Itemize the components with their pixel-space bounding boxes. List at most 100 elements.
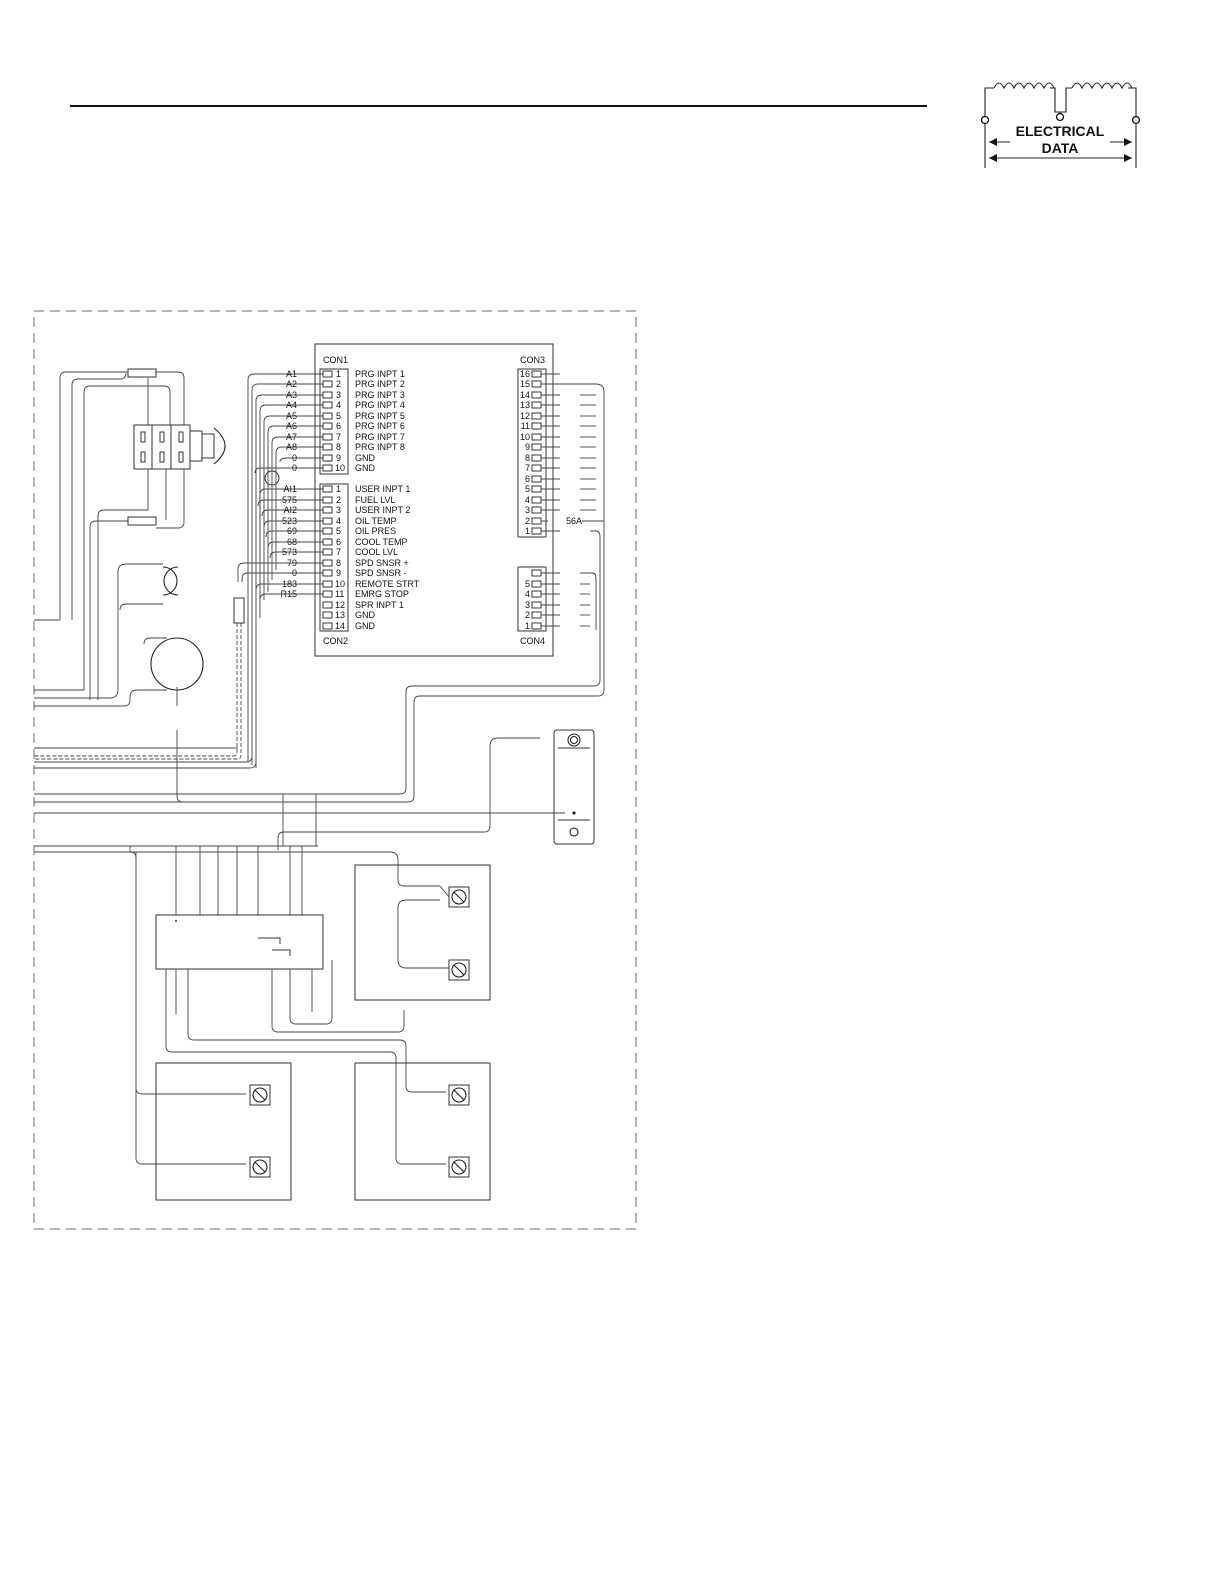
svg-text:OIL TEMP: OIL TEMP (355, 516, 397, 526)
con4-row: 2 (525, 610, 560, 620)
svg-text:GND: GND (355, 453, 376, 463)
svg-text:11: 11 (521, 421, 530, 431)
svg-text:14: 14 (335, 621, 345, 631)
con4-label: CON4 (520, 636, 545, 646)
svg-text:13: 13 (520, 400, 530, 410)
svg-text:3: 3 (525, 600, 530, 610)
svg-text:GND: GND (355, 463, 376, 473)
svg-text:4: 4 (525, 495, 530, 505)
con3-row: 4 (525, 495, 560, 505)
svg-text:8: 8 (525, 453, 530, 463)
badge-line1: ELECTRICAL (1016, 123, 1105, 139)
shield-ferrite (233, 597, 245, 624)
svg-text:12: 12 (335, 600, 345, 610)
con3-row: 5 (525, 484, 560, 494)
con3-row: 13 (520, 400, 560, 410)
svg-text:13: 13 (335, 610, 345, 620)
svg-text:1: 1 (525, 526, 530, 536)
con1-label: CON1 (323, 355, 348, 365)
badge-line2: DATA (1042, 140, 1079, 156)
con2-label: CON2 (323, 636, 348, 646)
svg-text:7: 7 (525, 463, 530, 473)
con3-row: 1 (525, 526, 560, 536)
svg-text:FUEL LVL: FUEL LVL (355, 495, 396, 505)
svg-text:PRG INPT 7: PRG INPT 7 (355, 432, 405, 442)
svg-text:5: 5 (525, 579, 530, 589)
con4-row: 3 (525, 600, 560, 610)
svg-text:11: 11 (335, 589, 344, 599)
main-harness (34, 794, 440, 960)
svg-text:OIL PRES: OIL PRES (355, 526, 396, 536)
svg-text:6: 6 (525, 474, 530, 484)
svg-text:5: 5 (336, 411, 341, 421)
svg-text:SPD SNSR -: SPD SNSR - (355, 568, 407, 578)
con4-row (531, 569, 560, 577)
svg-text:3: 3 (336, 390, 341, 400)
svg-text:3: 3 (336, 505, 341, 515)
svg-text:COOL TEMP: COOL TEMP (355, 537, 408, 547)
svg-text:2: 2 (336, 495, 341, 505)
wire-56A-label: 56A (566, 516, 582, 526)
svg-text:8: 8 (336, 442, 341, 452)
svg-text:USER INPT 1: USER INPT 1 (355, 484, 410, 494)
svg-text:3: 3 (525, 505, 530, 515)
svg-text:10: 10 (520, 432, 530, 442)
svg-text:6: 6 (336, 421, 341, 431)
svg-text:8: 8 (336, 558, 341, 568)
svg-text:PRG INPT 6: PRG INPT 6 (355, 421, 405, 431)
svg-text:9: 9 (336, 568, 341, 578)
svg-text:9: 9 (336, 453, 341, 463)
con4-row: 4 (525, 589, 560, 599)
con3-row: 6 (525, 474, 560, 484)
enclosure-outline (33, 310, 637, 1230)
svg-text:EMRG STOP: EMRG STOP (355, 589, 409, 599)
con3-row: 2 56A (525, 516, 604, 526)
con3-row: 7 (525, 463, 560, 473)
svg-text:2: 2 (525, 516, 530, 526)
svg-text:7: 7 (336, 432, 341, 442)
con3-row: 12 (520, 411, 560, 421)
svg-text:16: 16 (520, 369, 530, 379)
svg-text:2: 2 (525, 610, 530, 620)
svg-text:9: 9 (525, 442, 530, 452)
con3-label: CON3 (520, 355, 545, 365)
svg-text:6: 6 (336, 537, 341, 547)
controller-outline (314, 343, 554, 657)
con3-row: 11 (521, 421, 560, 431)
svg-text:14: 14 (520, 390, 530, 400)
con3-row: 9 (525, 442, 560, 452)
svg-text:1: 1 (336, 369, 341, 379)
svg-text:5: 5 (336, 526, 341, 536)
svg-text:PRG INPT 5: PRG INPT 5 (355, 411, 405, 421)
svg-text:15: 15 (520, 379, 530, 389)
electrical-data-badge: ELECTRICAL DATA (980, 82, 1141, 168)
svg-text:1: 1 (336, 484, 341, 494)
svg-text:COOL LVL: COOL LVL (355, 547, 398, 557)
svg-text:REMOTE STRT: REMOTE STRT (355, 579, 420, 589)
svg-text:1: 1 (525, 621, 530, 631)
svg-text:4: 4 (336, 516, 341, 526)
svg-text:12: 12 (520, 411, 530, 421)
con4-row: 1 (525, 621, 560, 631)
svg-text:7: 7 (336, 547, 341, 557)
svg-text:GND: GND (355, 621, 376, 631)
con3-row: 10 (520, 432, 560, 442)
svg-text:4: 4 (336, 400, 341, 410)
